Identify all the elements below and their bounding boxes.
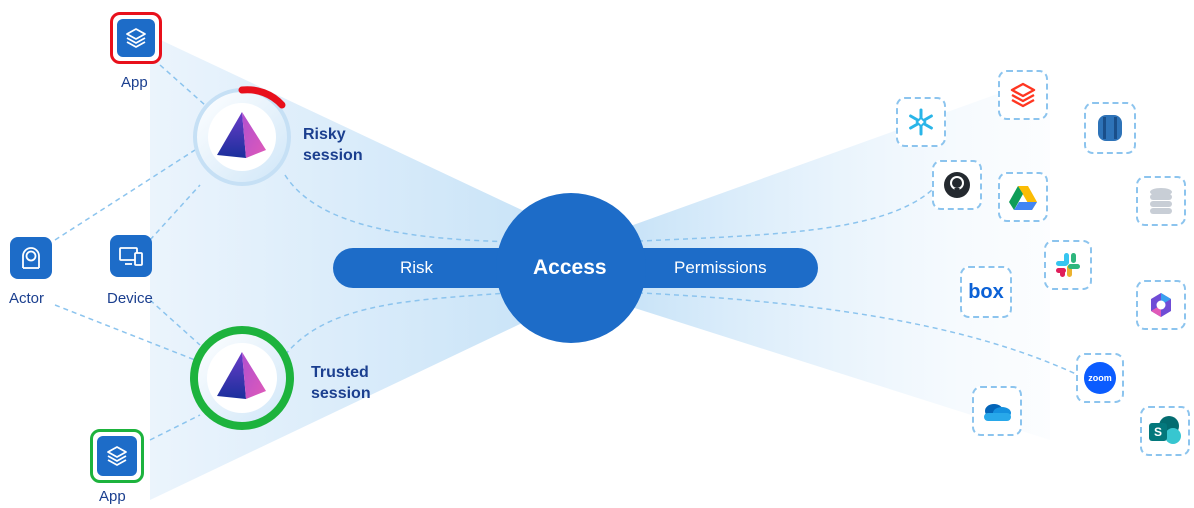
trusted-line1: Trusted (311, 364, 369, 381)
slack-icon (1056, 253, 1080, 277)
copilot-tile (1136, 280, 1186, 330)
access-hub (496, 193, 646, 343)
app-top-label: App (121, 74, 148, 91)
trusted-line2: session (311, 385, 371, 402)
device-node (110, 235, 152, 277)
databricks-icon (1010, 82, 1036, 108)
snowflake-tile (896, 97, 946, 147)
sharepoint-tile: S (1140, 406, 1190, 456)
risky-session-node (193, 86, 291, 186)
zoom-tile: zoom (1076, 353, 1124, 403)
hooded-user-icon (22, 247, 40, 269)
risk-label: Risk (400, 258, 434, 277)
risky-line1: Risky (303, 126, 346, 143)
snowflake-icon (909, 108, 933, 136)
microsoft-copilot-icon (1151, 293, 1171, 317)
zoom-icon: zoom (1088, 373, 1112, 383)
right-connectors (619, 189, 1079, 376)
left-connectors (54, 64, 521, 441)
actor-node (10, 237, 52, 279)
app-top-node (110, 12, 162, 64)
onedrive-icon (984, 404, 1011, 421)
risk-arc (238, 86, 286, 109)
layers-icon (107, 446, 127, 466)
permissions-label: Permissions (674, 258, 767, 277)
app-bottom-label: App (99, 488, 126, 505)
google-drive-icon (1009, 186, 1037, 210)
database-icon (1150, 188, 1172, 214)
slack-tile (1044, 240, 1092, 290)
trusted-session-label: Trusted session (311, 362, 371, 404)
sharepoint-icon: S (1153, 425, 1162, 439)
risky-line2: session (303, 147, 363, 164)
google-drive-tile (998, 172, 1048, 222)
devices-icon (119, 247, 143, 266)
device-label: Device (107, 290, 153, 307)
risky-session-label: Risky session (303, 124, 363, 166)
aws-rds-icon (1098, 115, 1122, 141)
databricks-tile (998, 70, 1048, 120)
database-tile (1136, 176, 1186, 226)
onedrive-tile (972, 386, 1022, 436)
box-icon: box (968, 280, 1004, 303)
aws-rds-tile (1084, 102, 1136, 154)
access-label: Access (533, 256, 607, 279)
github-icon (944, 172, 970, 198)
trusted-session-node (190, 326, 294, 430)
layers-icon (126, 28, 146, 48)
actor-label: Actor (9, 290, 45, 307)
github-tile (932, 160, 982, 210)
box-tile: box (960, 266, 1012, 318)
app-bottom-node (90, 429, 144, 483)
